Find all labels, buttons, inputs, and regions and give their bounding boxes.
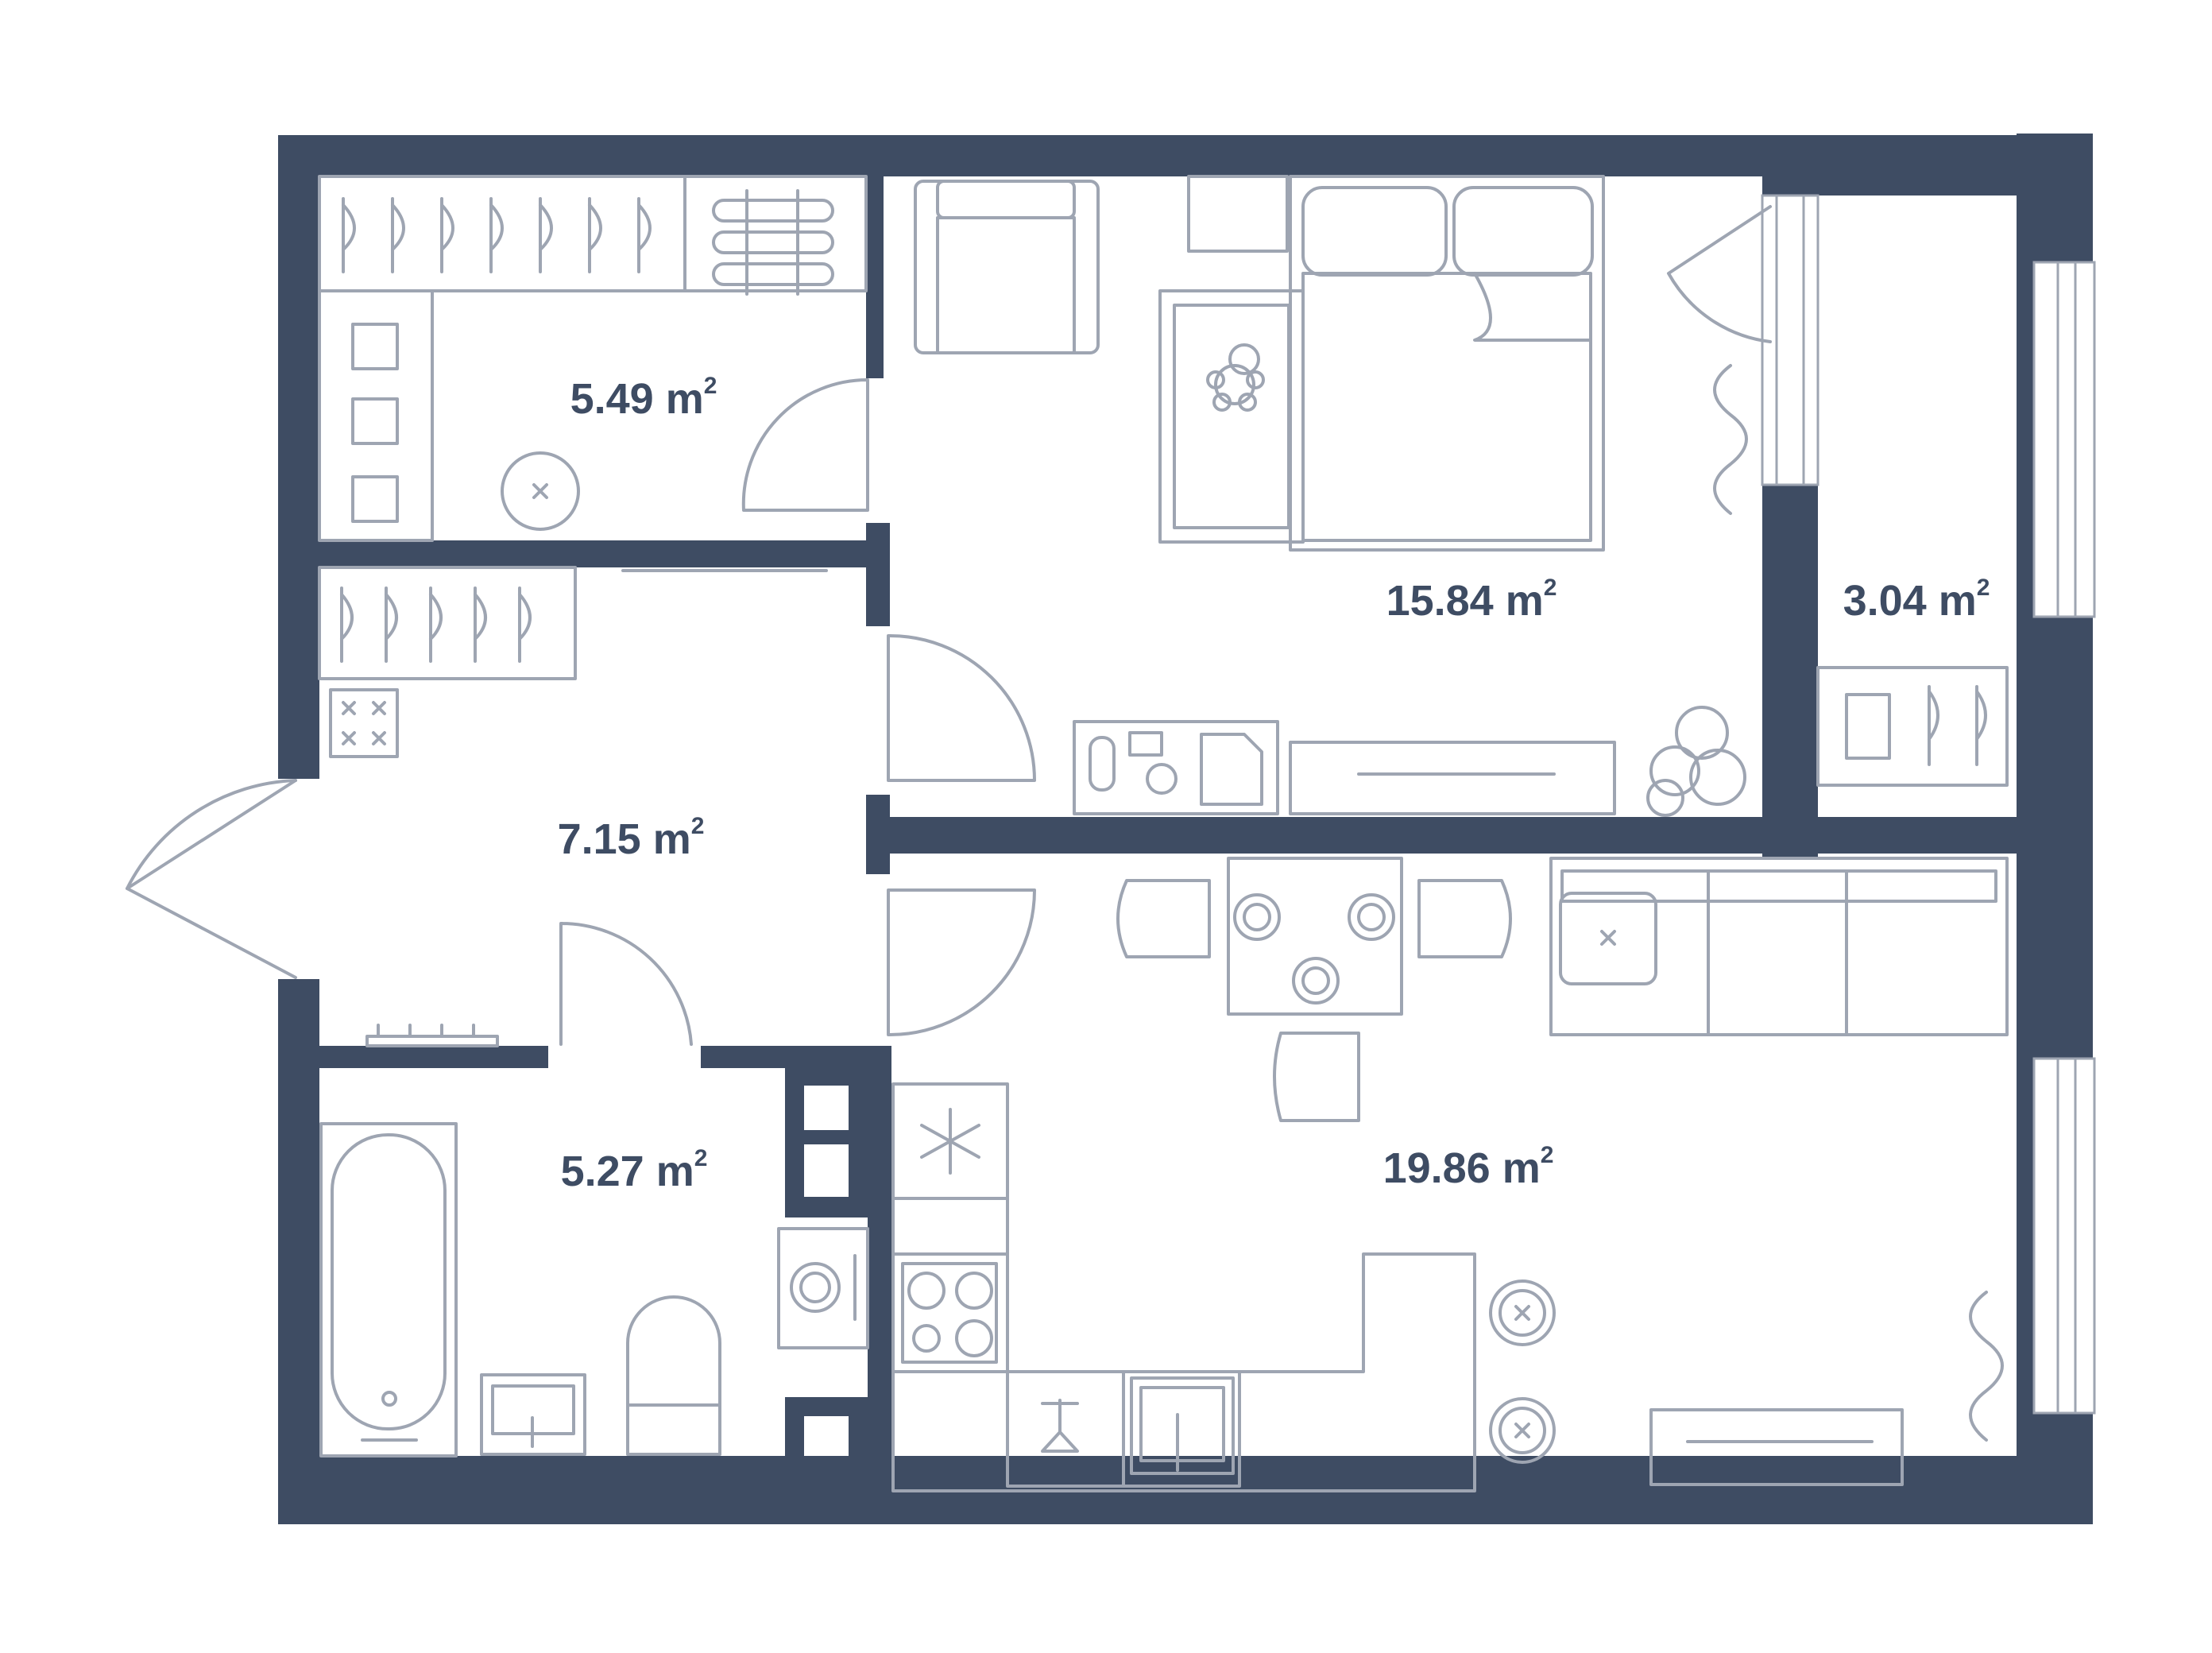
- area-unit-exponent: 2: [690, 813, 705, 839]
- area-label-balcony: 3.04 m2: [1843, 576, 1990, 625]
- tv-stand-icon: [1649, 1408, 1904, 1486]
- sink-icon: [480, 1373, 586, 1456]
- area-unit: m: [1502, 1144, 1541, 1192]
- skis-icon: [712, 189, 834, 296]
- walls: [278, 134, 2093, 1524]
- stove-icon: [901, 1262, 998, 1364]
- desk-icon: [1073, 720, 1279, 815]
- windows: [1761, 194, 2096, 1415]
- kitchen-counter: [891, 1197, 1476, 1492]
- area-unit-exponent: 2: [1543, 575, 1557, 601]
- balcony-wardrobe: [1816, 666, 2009, 787]
- hallway-wardrobe: [318, 566, 577, 680]
- chair-icon: [1116, 879, 1512, 1122]
- area-unit: m: [655, 1148, 694, 1195]
- area-value: 5.49: [570, 375, 654, 423]
- tv-stand-icon: [1289, 741, 1616, 815]
- area-unit-exponent: 2: [694, 1145, 708, 1171]
- area-label-wardrobe: 5.49 m2: [570, 374, 717, 423]
- pillow-icon: [1559, 892, 1657, 985]
- area-unit-exponent: 2: [1540, 1142, 1554, 1168]
- hanger-icon: [342, 197, 652, 273]
- curtain-icon: [1969, 1291, 2004, 1442]
- radiator-icon: [365, 1024, 499, 1047]
- area-value: 15.84: [1386, 577, 1494, 625]
- washing-machine-icon: [777, 1227, 869, 1349]
- fridge-icon: [891, 1082, 1009, 1200]
- vacuum-icon: [501, 451, 580, 531]
- area-value: 3.04: [1843, 577, 1927, 625]
- area-unit-exponent: 2: [1976, 575, 1990, 601]
- kitchen-sink-icon: [1130, 1376, 1235, 1475]
- armchair-icon: [914, 180, 1100, 354]
- area-label-living-kitchen: 19.86 m2: [1382, 1144, 1554, 1192]
- sofa-icon: [1549, 857, 2009, 1036]
- stool: [1489, 1279, 1556, 1464]
- area-value: 19.86: [1382, 1144, 1491, 1192]
- nightstand: [1187, 175, 1289, 253]
- folded-clothes-icon: [351, 323, 399, 523]
- area-label-bedroom: 15.84 m2: [1386, 576, 1557, 625]
- baby-cot-icon: [1158, 289, 1305, 544]
- shaft: [804, 1086, 849, 1456]
- floor-lamp-icon: [1041, 1399, 1079, 1453]
- curtain-icon: [1713, 364, 1748, 515]
- area-label-hallway: 7.15 m2: [557, 815, 705, 863]
- dining-table-icon: [1227, 857, 1403, 1016]
- area-value: 7.15: [557, 815, 641, 863]
- doors: [126, 205, 1772, 1046]
- area-unit-exponent: 2: [703, 373, 717, 399]
- area-unit: m: [1505, 577, 1544, 625]
- area-label-bathroom: 5.27 m2: [560, 1147, 708, 1195]
- bathtub-icon: [319, 1122, 458, 1458]
- teddy-bear-icon: [1206, 343, 1265, 412]
- toilet-icon: [626, 1295, 721, 1456]
- double-bed-icon: [1289, 175, 1605, 552]
- plant-icon: [1646, 706, 1746, 817]
- area-value: 5.27: [560, 1148, 644, 1195]
- area-unit: m: [665, 375, 704, 423]
- shoe-rack-icon: [329, 688, 399, 758]
- wardrobe-shelf: [318, 175, 868, 542]
- area-unit: m: [1938, 577, 1977, 625]
- area-unit: m: [652, 815, 691, 863]
